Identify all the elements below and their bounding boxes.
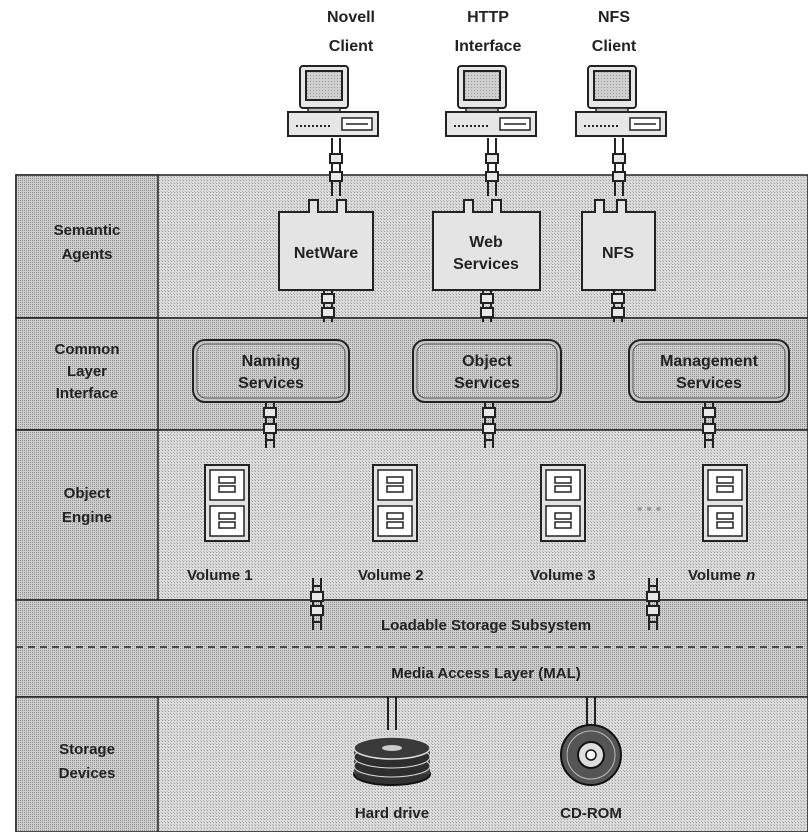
volume-icon — [540, 464, 586, 542]
client-nfs-label-line2: Client — [592, 38, 637, 55]
volume-1-label: Volume 1 — [187, 567, 253, 584]
layer-storage-bands — [15, 599, 808, 698]
volume-n-label-italic: n — [746, 567, 755, 584]
connector-services-to-engine — [263, 402, 716, 448]
agent-netware-box: NetWare — [278, 199, 374, 291]
common-layer-line2: Layer — [67, 363, 107, 380]
agent-nfs-label: NFS — [602, 245, 634, 262]
agent-netware-label: NetWare — [294, 245, 358, 262]
client-http-label-line1: HTTP — [467, 9, 509, 26]
cd-rom: CD-ROM — [560, 724, 622, 822]
agent-web-services-line2: Services — [453, 256, 519, 273]
connector-agent-to-services — [321, 290, 625, 322]
object-services-box: Object Services — [412, 339, 562, 403]
agent-web-services-line1: Web — [469, 234, 503, 251]
semantic-agents-line2: Agents — [62, 246, 113, 263]
label-storage-devices: Storage Devices — [59, 741, 116, 782]
management-services-line2: Services — [676, 375, 742, 392]
management-services-box: Management Services — [628, 339, 790, 403]
cd-rom-label: CD-ROM — [560, 805, 622, 822]
object-services-line2: Services — [454, 375, 520, 392]
hard-drive-label: Hard drive — [355, 805, 429, 822]
volume-1: Volume 1 — [187, 464, 253, 584]
agent-nfs-box: NFS — [581, 199, 656, 291]
volume-2: Volume 2 — [358, 464, 424, 584]
object-services-line1: Object — [462, 353, 512, 370]
loadable-storage-subsystem-label: Loadable Storage Subsystem — [381, 617, 591, 634]
volume-icon — [702, 464, 748, 542]
hard-drive-icon — [353, 736, 431, 786]
computer-icon — [575, 65, 667, 137]
ellipsis-dots: • • • — [637, 501, 661, 518]
label-semantic-agents: Semantic Agents — [54, 222, 121, 263]
common-layer-line1: Common — [55, 341, 120, 358]
storage-devices-line2: Devices — [59, 765, 116, 782]
media-access-layer-label: Media Access Layer (MAL) — [391, 665, 581, 682]
object-engine-line2: Engine — [62, 509, 112, 526]
object-engine-line1: Object — [64, 485, 111, 502]
common-layer-line3: Interface — [56, 385, 119, 402]
computer-icon — [445, 65, 537, 137]
cd-rom-icon — [560, 724, 622, 786]
agent-web-services-box: Web Services — [432, 199, 541, 291]
connector-mal-to-devices — [387, 697, 596, 730]
volume-3-label: Volume 3 — [530, 567, 596, 584]
hard-drive: Hard drive — [353, 736, 431, 822]
volume-3: Volume 3 — [530, 464, 596, 584]
naming-services-line2: Services — [238, 375, 304, 392]
label-object-engine: Object Engine — [62, 485, 112, 526]
semantic-agents-line1: Semantic — [54, 222, 121, 239]
volume-2-label: Volume 2 — [358, 567, 424, 584]
client-novell: Novell Client — [287, 9, 379, 137]
management-services-line1: Management — [660, 353, 758, 370]
client-http: HTTP Interface — [445, 9, 537, 137]
naming-services-box: Naming Services — [192, 339, 350, 403]
volume-n-label-word: Volume — [688, 567, 741, 584]
client-http-label-line2: Interface — [455, 38, 522, 55]
label-common-layer-interface: Common Layer Interface — [55, 341, 120, 402]
volume-icon — [372, 464, 418, 542]
client-nfs-label-line1: NFS — [598, 9, 630, 26]
connector-client-to-agent — [329, 138, 626, 196]
layer-semantic-agents — [15, 174, 808, 319]
computer-icon — [287, 65, 379, 137]
volume-icon — [204, 464, 250, 542]
connector-engine-to-storage — [310, 578, 660, 630]
client-novell-label-line1: Novell — [327, 9, 375, 26]
naming-services-line1: Naming — [242, 353, 301, 370]
storage-devices-line1: Storage — [59, 741, 115, 758]
client-nfs: NFS Client — [575, 9, 667, 137]
client-novell-label-line2: Client — [329, 38, 374, 55]
